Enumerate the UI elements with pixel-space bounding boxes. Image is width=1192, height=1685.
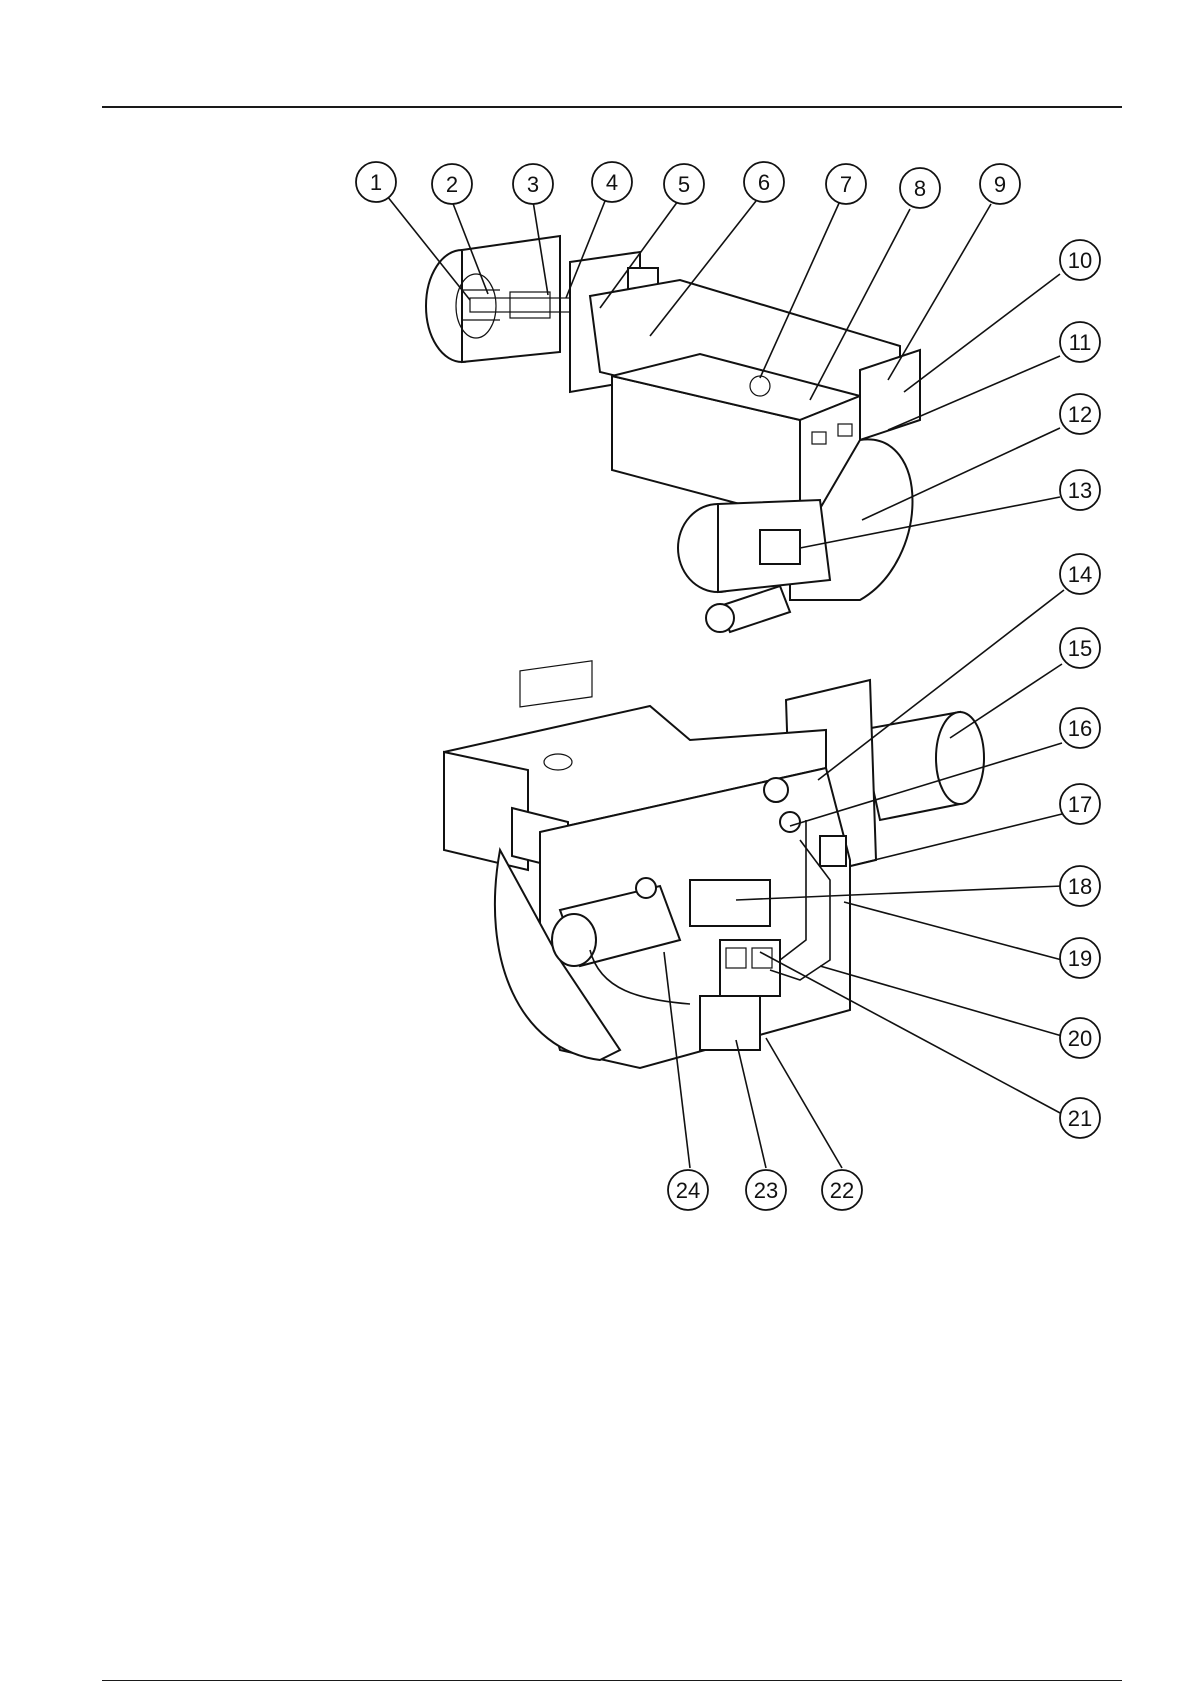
callout-number: 6: [758, 170, 770, 195]
callout-number: 12: [1068, 402, 1092, 427]
blast-tube: [462, 236, 560, 362]
callout-number: 24: [676, 1178, 700, 1203]
callout-number: 22: [830, 1178, 854, 1203]
callout-number: 15: [1068, 636, 1092, 661]
adjust-screw: [764, 778, 788, 802]
callout-number: 19: [1068, 946, 1092, 971]
callout-number: 10: [1068, 248, 1092, 273]
callout-number: 17: [1068, 792, 1092, 817]
callout-1: 1: [356, 162, 396, 202]
callout-4: 4: [592, 162, 632, 202]
valve-body: [700, 996, 760, 1050]
callout-13: 13: [1060, 470, 1100, 510]
callout-3: 3: [513, 164, 553, 204]
callout-number: 11: [1069, 330, 1092, 355]
callout-23: 23: [746, 1170, 786, 1210]
callout-2: 2: [432, 164, 472, 204]
callout-19: 19: [1060, 938, 1100, 978]
pressure-gauge-port: [820, 836, 846, 866]
callout-22: 22: [822, 1170, 862, 1210]
inspection-window-rear: [520, 661, 592, 707]
callout-10: 10: [1060, 240, 1100, 280]
callout-5: 5: [664, 164, 704, 204]
callout-16: 16: [1060, 708, 1100, 748]
callout-number: 21: [1068, 1106, 1092, 1131]
callout-number: 9: [994, 172, 1006, 197]
callout-20: 20: [1060, 1018, 1100, 1058]
callout-18: 18: [1060, 866, 1100, 906]
callout-7: 7: [826, 164, 866, 204]
callout-number: 8: [914, 176, 926, 201]
callout-number: 3: [527, 172, 539, 197]
callout-6: 6: [744, 162, 784, 202]
callout-number: 23: [754, 1178, 778, 1203]
callout-12: 12: [1060, 394, 1100, 434]
callout-8: 8: [900, 168, 940, 208]
pump: [760, 530, 800, 564]
burner-bottom-view: [444, 661, 984, 1068]
callout-number: 20: [1068, 1026, 1092, 1051]
callout-17: 17: [1060, 784, 1100, 824]
callout-9: 9: [980, 164, 1020, 204]
callout-number: 1: [370, 170, 382, 195]
callout-15: 15: [1060, 628, 1100, 668]
callout-number: 13: [1068, 478, 1092, 503]
callout-number: 4: [606, 170, 618, 195]
callout-number: 16: [1068, 716, 1092, 741]
burner-top-view: [426, 236, 920, 632]
callout-11: 11: [1060, 322, 1100, 362]
footer-rule: [102, 1680, 1122, 1681]
callout-number: 18: [1068, 874, 1092, 899]
callout-number: 5: [678, 172, 690, 197]
pump-block: [690, 880, 770, 926]
callout-14: 14: [1060, 554, 1100, 594]
callout-number: 7: [840, 172, 852, 197]
callout-number: 14: [1068, 562, 1092, 587]
callout-number: 2: [446, 172, 458, 197]
callout-21: 21: [1060, 1098, 1100, 1138]
callout-24: 24: [668, 1170, 708, 1210]
